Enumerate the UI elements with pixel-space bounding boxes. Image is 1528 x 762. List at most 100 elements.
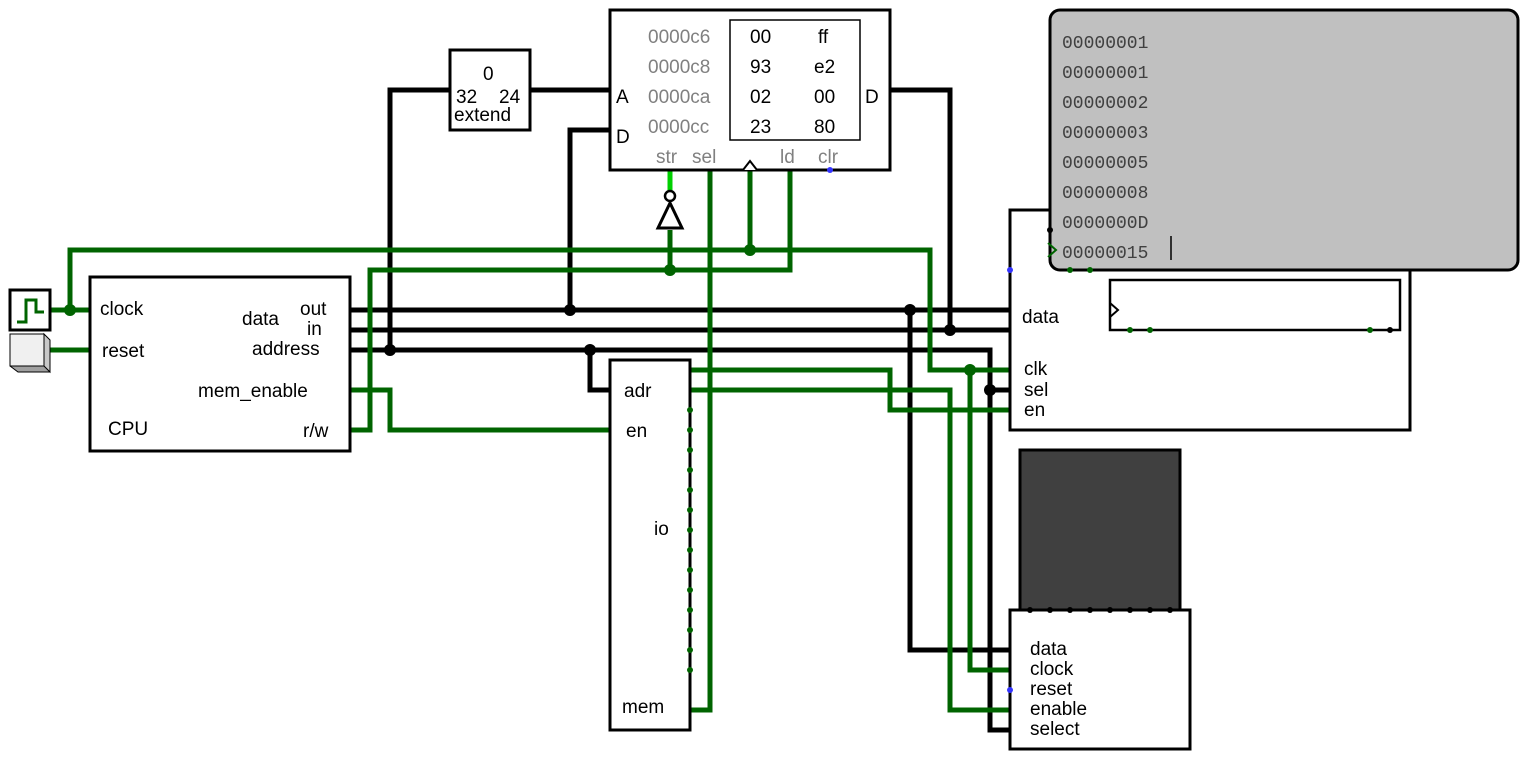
ram-cell: ff: [818, 27, 829, 48]
ram-pin-ld: ld: [780, 147, 795, 168]
reset-button-icon[interactable]: [9, 332, 51, 374]
ram-cell: 00: [814, 87, 835, 108]
bit-extender[interactable]: 0 32 24 extend: [448, 48, 532, 132]
display-screen: [1018, 448, 1182, 612]
extender-out-bits: 24: [499, 87, 521, 108]
wire-address: [350, 347, 1010, 733]
junctions: [384, 304, 996, 396]
ram-cell: e2: [814, 57, 835, 78]
ram-pin-d-in: D: [616, 127, 630, 148]
junction-dot: [904, 304, 916, 316]
mc-io-label: io: [654, 519, 669, 540]
ram-pin-sel: sel: [692, 147, 716, 168]
tty-pin-dot: [1387, 327, 1393, 333]
ram-cell: 23: [750, 117, 771, 138]
display-pin-clock: clock: [1030, 659, 1074, 680]
unconnected-pin: [1007, 687, 1013, 693]
wire-io-display: [690, 387, 1010, 713]
not-gate-icon[interactable]: [655, 189, 685, 230]
junction-dot: [984, 384, 996, 396]
tty-pin-sel: sel: [1024, 380, 1048, 401]
junction-dot: [584, 344, 596, 356]
ram-cell: 80: [814, 117, 835, 138]
unconnected-pin: [1007, 267, 1013, 273]
ram-row-addr: 0000c8: [648, 57, 710, 78]
wire-mem-enable: [350, 387, 610, 433]
tty-line: 00000015: [1062, 244, 1148, 264]
signal-wires: [50, 170, 1010, 713]
cpu-name: CPU: [108, 419, 148, 440]
tty-line: 00000001: [1062, 64, 1148, 84]
mc-io-pins: [687, 407, 693, 673]
wire-address-mc: [587, 350, 610, 393]
tty-line: 00000008: [1062, 184, 1148, 204]
clock-triangle-icon: [1109, 302, 1120, 318]
wire-address-extender: [387, 87, 450, 350]
tty-inner-register: [1108, 278, 1402, 332]
ram-cell: 93: [750, 57, 771, 78]
tty-pin-clk: clk: [1024, 359, 1048, 380]
cpu-pin-rw: r/w: [303, 421, 329, 442]
tty-line: 00000003: [1062, 124, 1148, 144]
cpu-pin-mem-enable: mem_enable: [198, 381, 308, 402]
tty-line: 0000000D: [1062, 214, 1148, 234]
junction-dot: [944, 324, 956, 336]
ram-row-addr: 0000ca: [648, 87, 711, 108]
clock-triangle-icon: [742, 159, 758, 171]
tty-pin-en: en: [1024, 400, 1045, 421]
tty-screen-pins: [1067, 267, 1093, 273]
display-pins: [1027, 607, 1173, 613]
ram-pin-clr: clr: [818, 147, 839, 168]
ram-row-addr: 0000c6: [648, 27, 710, 48]
cpu-component[interactable]: clock reset CPU data out in address mem_…: [88, 275, 352, 453]
tty-inner-pins: [1127, 327, 1373, 333]
ram-pin-a: A: [616, 87, 629, 108]
ram-row-addr: 0000cc: [648, 117, 709, 138]
wire-display-data: [907, 310, 1010, 653]
display-pin-select: select: [1030, 719, 1080, 740]
extender-label: extend: [454, 105, 511, 126]
wire-clock-display: [967, 370, 1010, 673]
ram-component[interactable]: A D D 0000c6 00 ff 0000c8 93 e2 0000ca 0…: [608, 8, 892, 173]
ram-cell: 02: [750, 87, 771, 108]
ram-pin-str: str: [656, 147, 678, 168]
memory-controller[interactable]: adr en io mem: [608, 358, 693, 732]
wire-rw: [350, 170, 793, 433]
junctions-green: [64, 244, 976, 376]
tty-line: 00000005: [1062, 154, 1148, 174]
tty-line: 00000001: [1062, 34, 1148, 54]
junction-dot: [744, 244, 756, 256]
junction-dot: [564, 304, 576, 316]
tty-terminal-screen[interactable]: 00000001 00000001 00000002 00000003 0000…: [1047, 8, 1520, 273]
clock-source-icon[interactable]: [8, 288, 52, 332]
wire-ram-din: [567, 127, 610, 310]
extender-top: 0: [483, 64, 494, 85]
display-pin-reset: reset: [1030, 679, 1073, 700]
cpu-pin-out: out: [300, 299, 327, 320]
tty-pin-data: data: [1022, 307, 1059, 328]
cpu-pin-data: data: [242, 309, 279, 330]
tty-line: 00000002: [1062, 94, 1148, 114]
cpu-pin-in: in: [307, 319, 322, 340]
mc-mem-label: mem: [622, 697, 664, 718]
wire-clock-bus: [67, 247, 1010, 373]
display-pin-data: data: [1030, 639, 1067, 660]
cpu-pin-address: address: [252, 339, 320, 360]
display-pin-enable: enable: [1030, 699, 1087, 720]
clock-triangle-icon: [1047, 242, 1058, 258]
mc-pin-en: en: [626, 421, 647, 442]
wire-ram-dout: [890, 87, 953, 330]
junction-dot: [384, 344, 396, 356]
wire-mem-sel: [690, 170, 713, 713]
display-component[interactable]: data clock reset enable select: [1007, 448, 1192, 751]
unconnected-pin: [827, 167, 833, 173]
junction-dot: [664, 264, 676, 276]
cpu-pin-clock: clock: [100, 299, 144, 320]
ram-data-grid: [729, 19, 861, 141]
mc-pin-adr: adr: [624, 381, 652, 402]
junction-dot: [64, 304, 76, 316]
extender-in-bits: 32: [456, 87, 477, 108]
cpu-pin-reset: reset: [102, 341, 145, 362]
ram-pin-d-out: D: [865, 87, 879, 108]
